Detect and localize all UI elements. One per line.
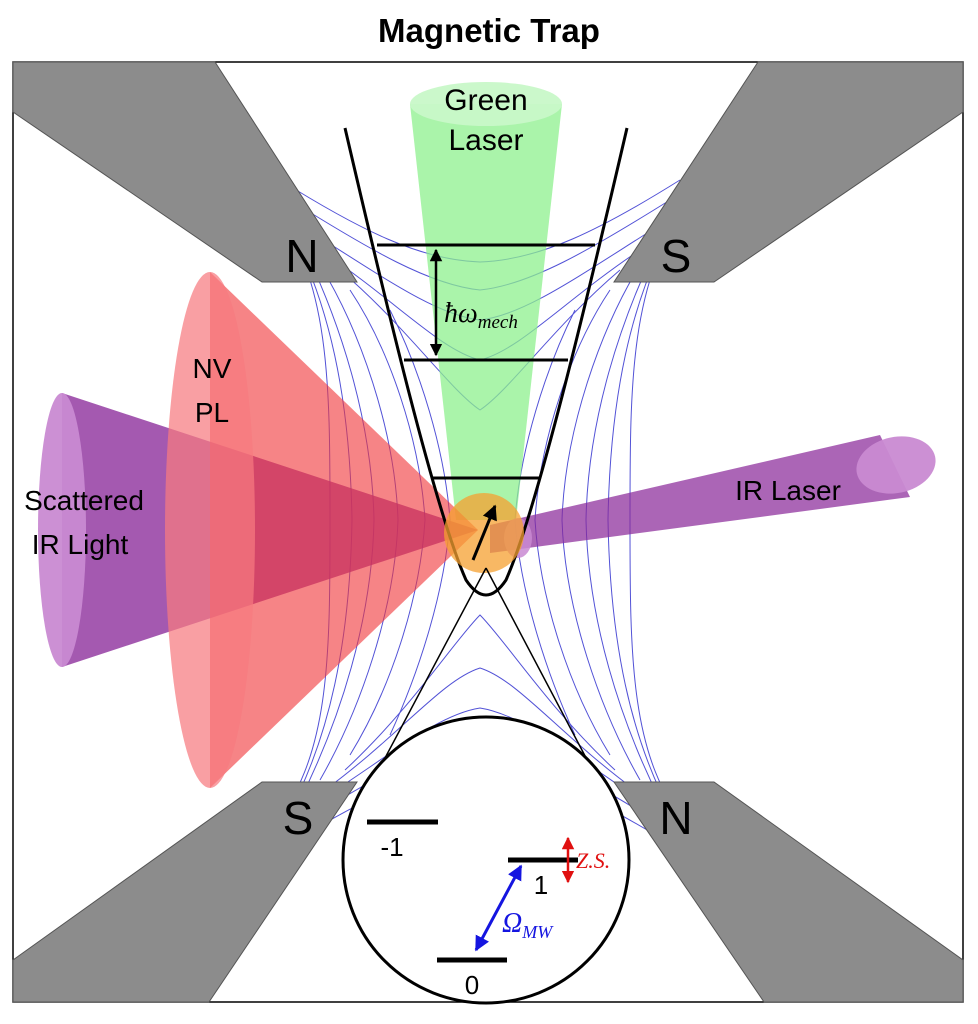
magnet-pole-label: S: [661, 230, 692, 282]
nv-pl-label-line1: NV: [193, 353, 232, 384]
ir-laser-label: IR Laser: [735, 475, 841, 506]
magnet-pole-label: N: [659, 792, 692, 844]
trapped-particle: [444, 493, 524, 573]
nv-pl-cone: NV PL: [165, 272, 478, 788]
ir-laser-beam: IR Laser: [490, 435, 936, 558]
harmonic-potential: ħωmech: [343, 127, 629, 597]
magnet-pole-label: S: [283, 792, 314, 844]
green-laser-label-line2: Laser: [448, 124, 523, 157]
magnet-bottom-left: S: [12, 781, 358, 1003]
green-laser-label-line1: Green: [444, 84, 527, 117]
level-minus-one-label: -1: [380, 832, 403, 862]
magnet-top-left: N: [12, 61, 358, 283]
spin-arrow: [471, 504, 497, 561]
magnet-bottom-right: N: [613, 781, 964, 1003]
magnet-top-right: S: [613, 61, 964, 283]
figure-title: Magnetic Trap: [378, 12, 600, 49]
nv-spin-level-inset: -1 1 0 ΩMW Z.S.: [341, 715, 631, 1005]
level-zero-label: 0: [465, 970, 479, 1000]
microwave-label: ΩMW: [502, 908, 554, 942]
mechanical-spacing-label: ħωmech: [444, 298, 518, 333]
zoom-line-right: [485, 567, 604, 791]
scattered-ir-label-line1: Scattered: [24, 485, 144, 516]
scattered-ir-label-line2: IR Light: [32, 529, 129, 560]
zeeman-splitting-label: Z.S.: [576, 848, 610, 873]
green-laser-beam: Green Laser: [410, 82, 562, 520]
magnet-pole-label: N: [285, 230, 318, 282]
zoom-line-left: [367, 567, 487, 791]
microwave-transition-arrow: [474, 864, 523, 952]
level-plus-one-label: 1: [534, 870, 548, 900]
nv-pl-label-line2: PL: [195, 397, 229, 428]
